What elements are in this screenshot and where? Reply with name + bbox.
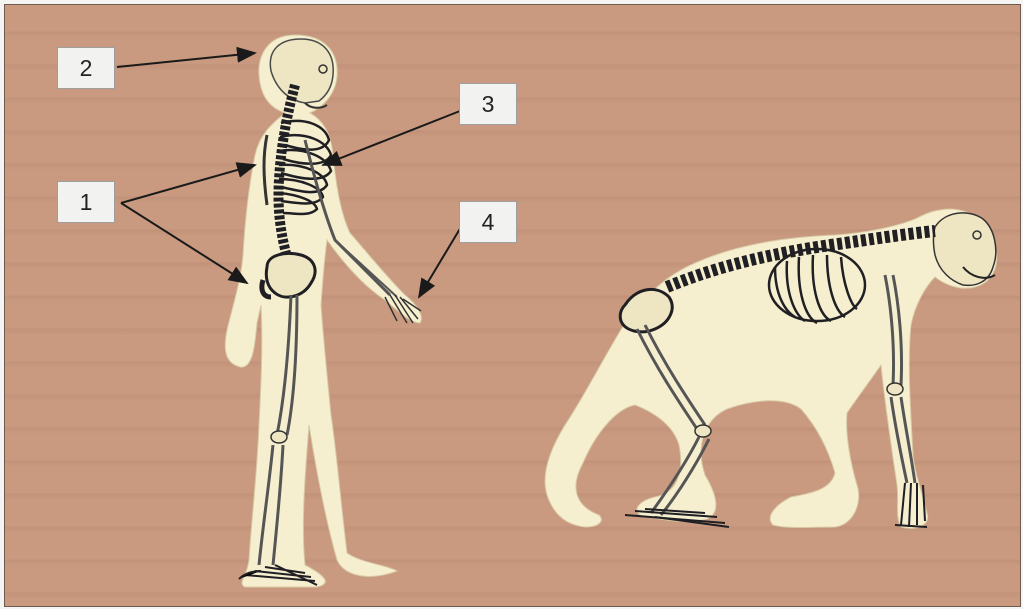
ape-skeleton: [545, 209, 997, 528]
label-4: 4: [459, 201, 517, 243]
label-3: 3: [459, 83, 517, 125]
label-2: 2: [57, 47, 115, 89]
arrow-1-to-spine-lower: [121, 203, 247, 283]
human-skeleton: [225, 35, 421, 587]
arrow-3-to-ribcage: [323, 111, 460, 165]
diagram-frame: 2 3 1 4: [4, 4, 1021, 607]
arrow-4-to-hand: [419, 227, 461, 297]
arrow-2-to-skull: [117, 53, 255, 67]
label-1: 1: [57, 181, 115, 223]
arrow-1-to-spine-upper: [121, 165, 255, 203]
